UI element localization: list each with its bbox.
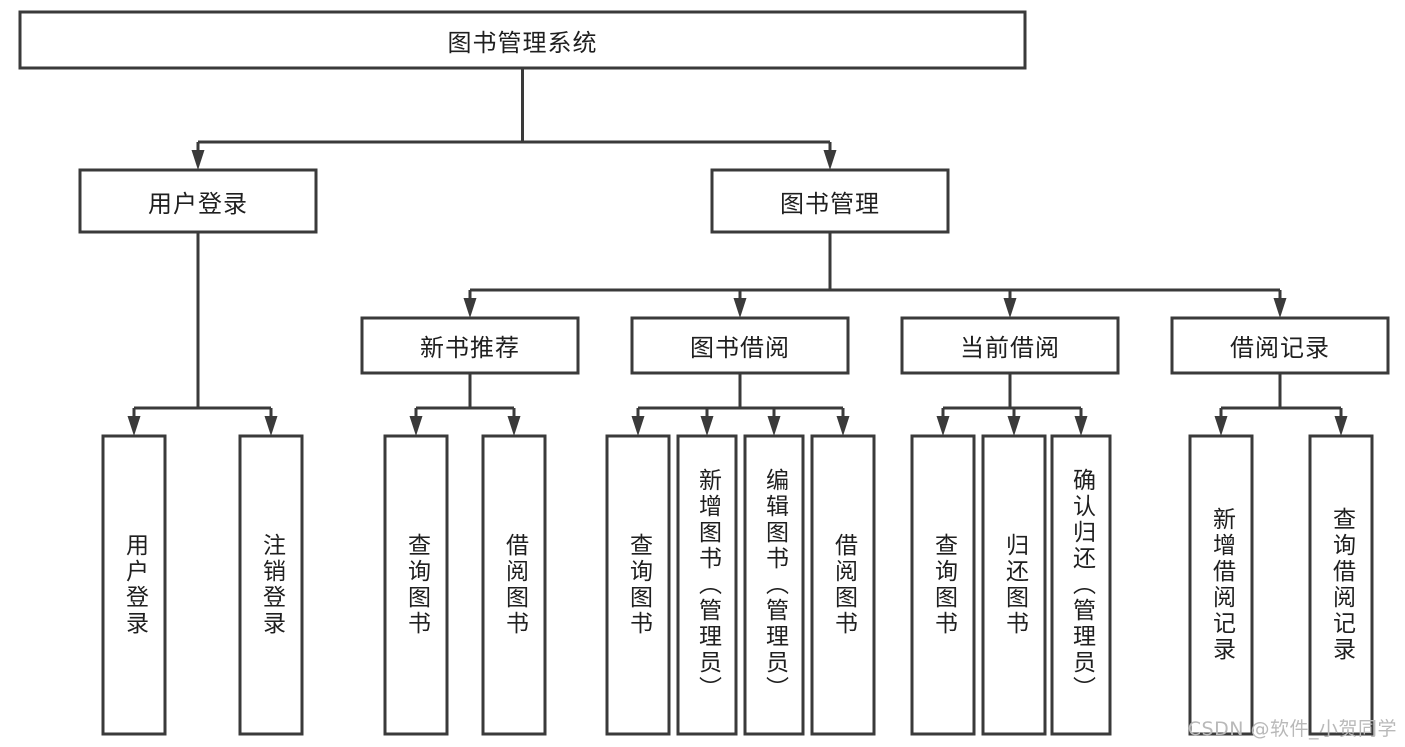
node-box-n_record[interactable] (1170, 316, 1390, 375)
node-box-l_returnbook[interactable] (981, 434, 1047, 736)
node-box-l_querybook2[interactable] (605, 434, 671, 736)
node-box-n_login[interactable] (78, 168, 318, 234)
node-box-root[interactable] (18, 10, 1027, 70)
node-box-l_confirmreturn[interactable] (1050, 434, 1112, 736)
node-box-l_querybook3[interactable] (910, 434, 976, 736)
node-box-l_queryrecord[interactable] (1308, 434, 1374, 736)
node-box-l_addbook[interactable] (676, 434, 738, 736)
node-box-n_bookmgr[interactable] (710, 168, 950, 234)
node-box-l_borrowbook2[interactable] (810, 434, 876, 736)
node-box-n_borrow[interactable] (630, 316, 850, 375)
node-box-n_current[interactable] (900, 316, 1120, 375)
node-box-l_borrowbook1[interactable] (481, 434, 547, 736)
node-box-l_editbook[interactable] (743, 434, 805, 736)
node-box-l_addrecord[interactable] (1188, 434, 1254, 736)
node-box-l_querybook1[interactable] (383, 434, 449, 736)
node-box-l_logout[interactable] (238, 434, 304, 736)
node-box-n_newbook[interactable] (360, 316, 580, 375)
node-box-l_userlogin[interactable] (101, 434, 167, 736)
